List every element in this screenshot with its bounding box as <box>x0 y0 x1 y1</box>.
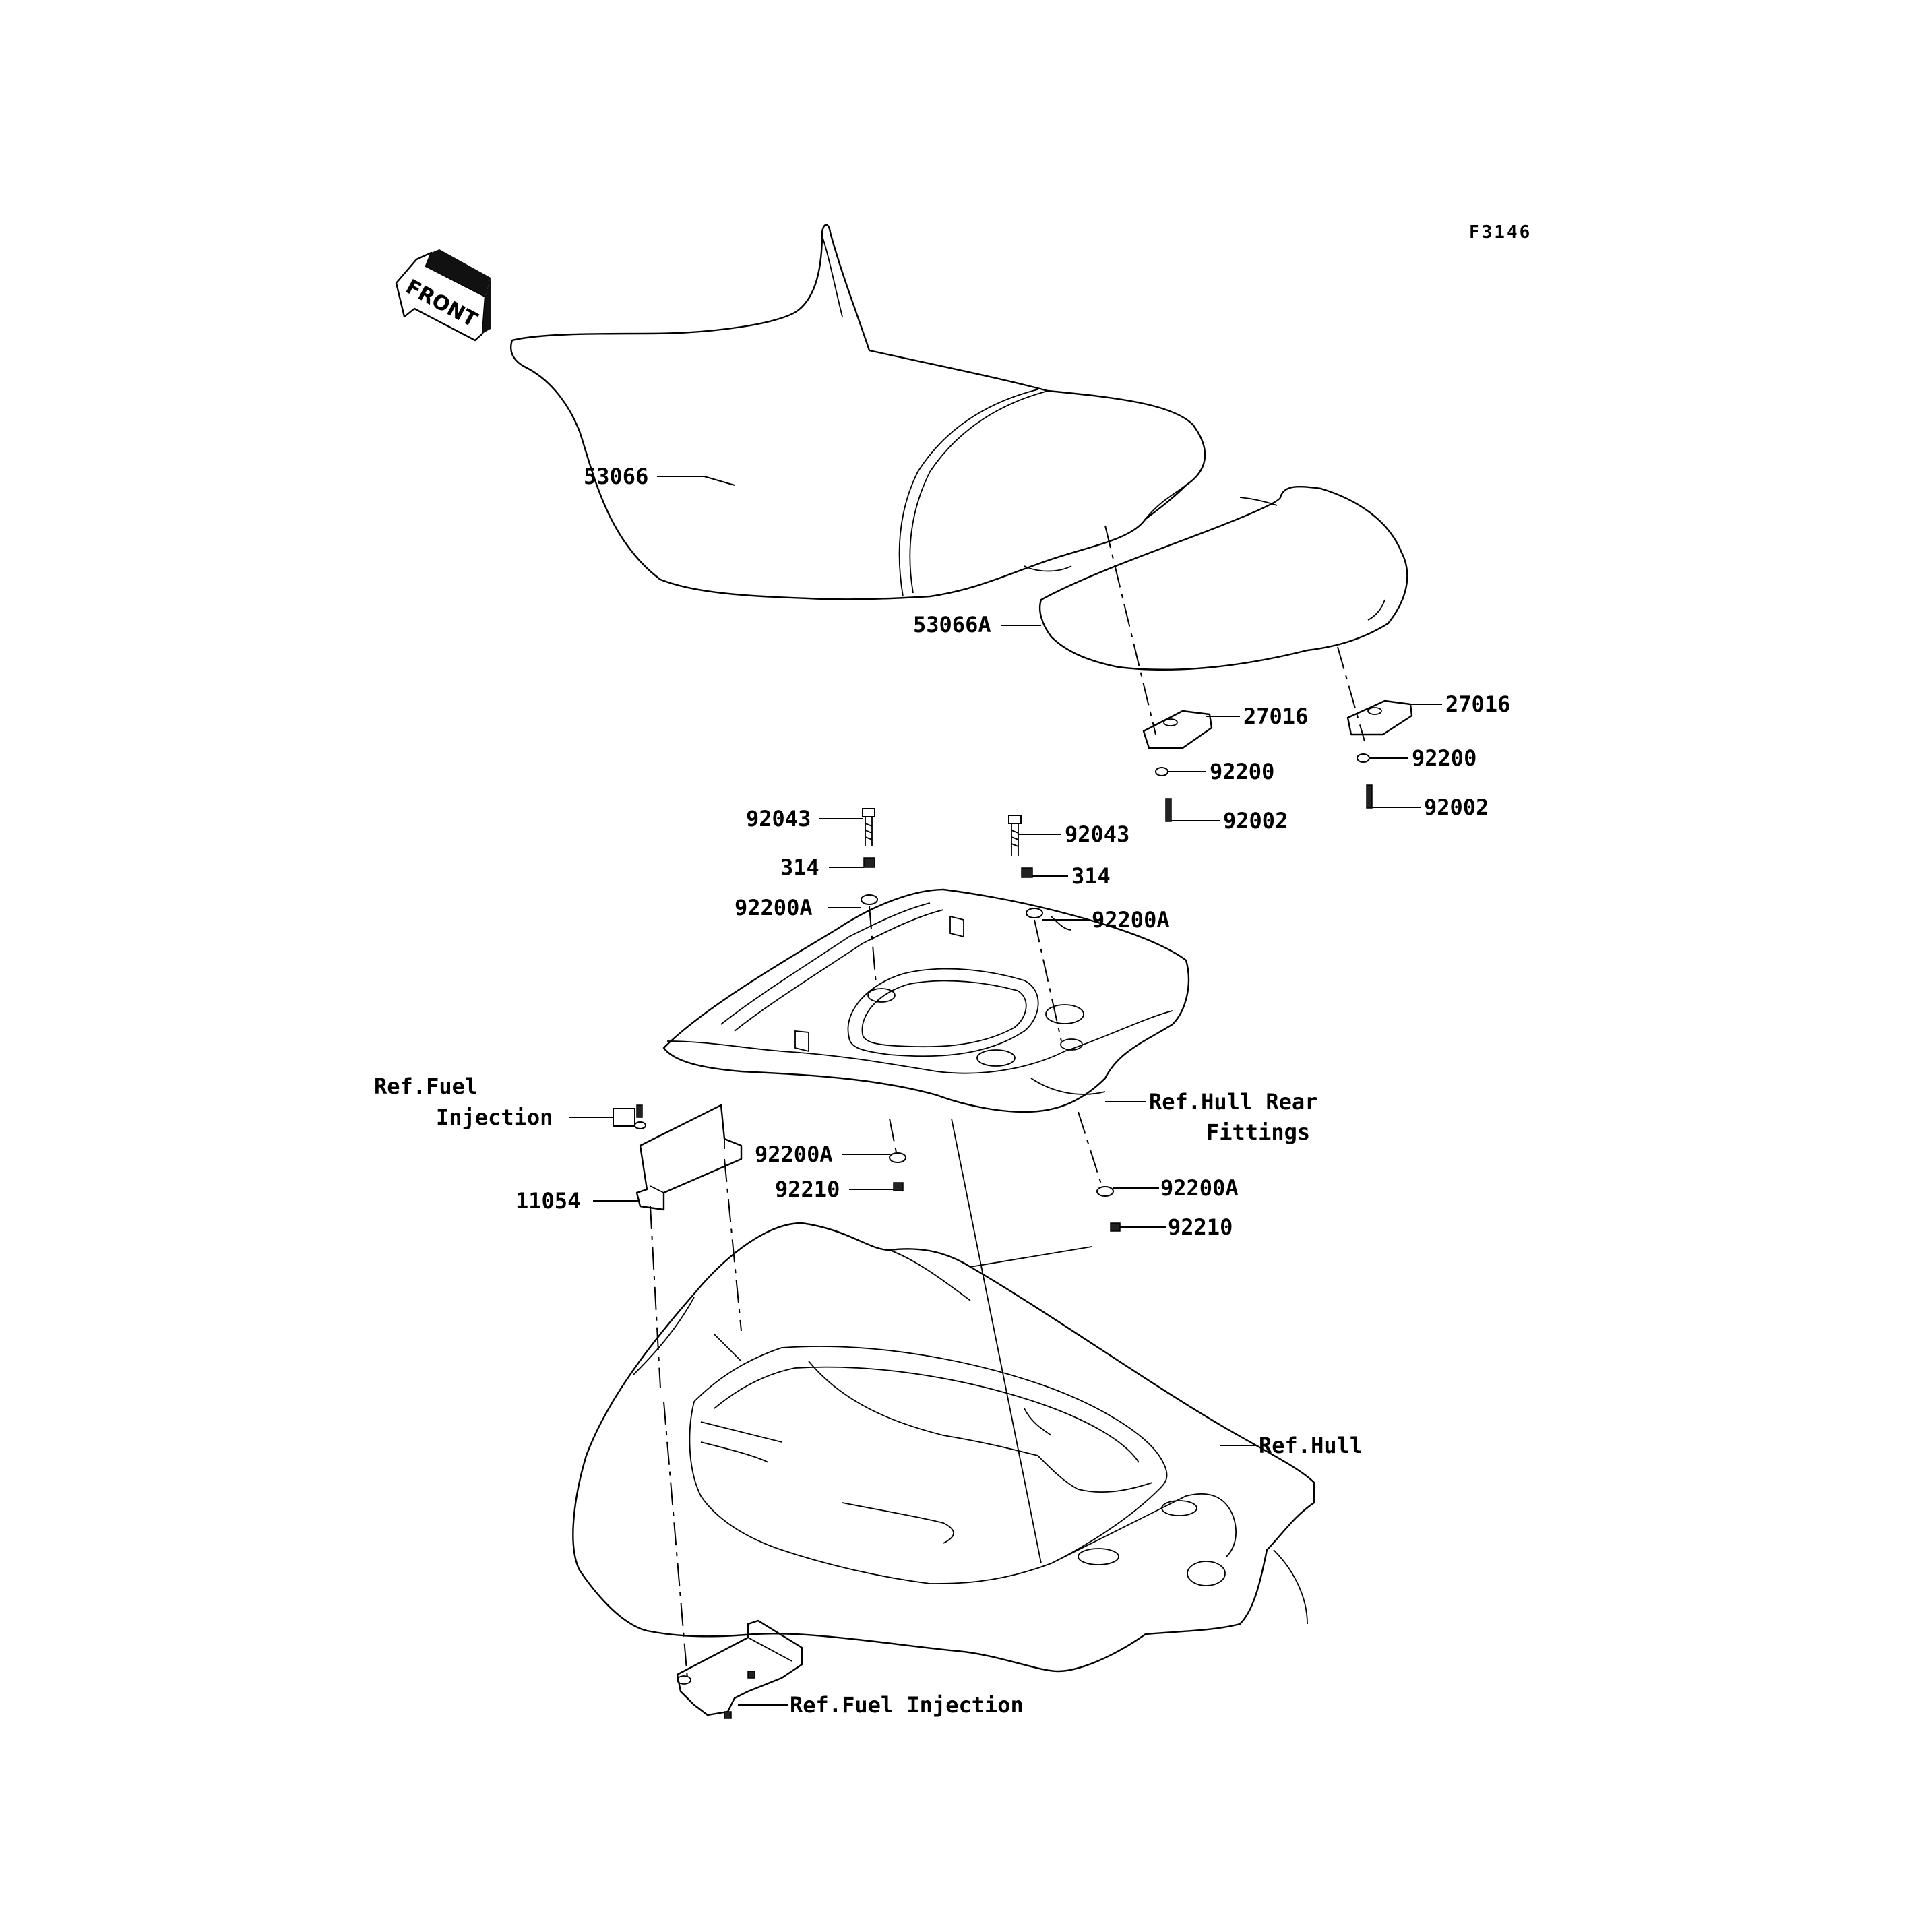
label-92043-left: 92043 <box>746 806 811 832</box>
bracket-11054 <box>635 1104 743 1211</box>
label-92002-right: 92002 <box>1424 794 1489 820</box>
washer-92200-right <box>1357 753 1370 763</box>
label-ref-fuel-injection-1: Ref.Fuel <box>374 1073 478 1099</box>
washer-92200a-lower-right <box>1096 1186 1114 1197</box>
fuel-injection-bolt <box>613 1104 646 1129</box>
label-53066a: 53066A <box>913 612 991 637</box>
label-92210-lower-right: 92210 <box>1168 1214 1233 1240</box>
centerline <box>889 1118 897 1153</box>
hull-rear-fitting <box>662 888 1190 1113</box>
nut-92210-lower-right <box>1110 1222 1121 1232</box>
centerline <box>1078 1111 1102 1187</box>
label-92200a-upper-left: 92200A <box>735 895 813 921</box>
centerline <box>869 906 877 985</box>
rear-seat <box>1038 485 1408 671</box>
centerline <box>650 1206 661 1389</box>
centerline <box>663 1401 688 1679</box>
bolt-92002-right <box>1366 784 1373 809</box>
label-ref-hull: Ref.Hull <box>1259 1433 1363 1458</box>
label-92210-lower-left: 92210 <box>775 1177 840 1202</box>
label-92002-left: 92002 <box>1223 808 1288 834</box>
label-314-left: 314 <box>780 854 819 880</box>
label-92200a-lower-left: 92200A <box>755 1142 833 1167</box>
label-ref-hull-rear-fittings-2: Fittings <box>1206 1119 1310 1145</box>
front-seat <box>510 224 1206 600</box>
centerline <box>1337 646 1365 742</box>
label-314-right: 314 <box>1071 863 1111 889</box>
nut-92210-lower-left <box>893 1182 904 1191</box>
front-arrow-icon: FRONT <box>395 249 491 342</box>
washer-92200a-upper-right <box>1026 908 1043 918</box>
bolt-92002-left <box>1165 798 1172 822</box>
label-27016-left: 27016 <box>1243 704 1308 729</box>
centerline <box>951 1118 1042 1564</box>
stud-92043-left <box>862 808 875 846</box>
label-ref-fuel-injection-lower: Ref.Fuel Injection <box>790 1692 1024 1718</box>
washer-92200a-lower-left <box>889 1152 906 1163</box>
centerline <box>1034 919 1062 1042</box>
label-92200-left: 92200 <box>1210 759 1274 784</box>
nut-314-left <box>863 857 875 868</box>
label-92043-right: 92043 <box>1065 821 1129 847</box>
label-53066: 53066 <box>584 464 648 489</box>
stud-92043-right <box>1008 815 1022 856</box>
washer-92200a-upper-left <box>861 894 878 905</box>
label-27016-right: 27016 <box>1445 691 1510 717</box>
label-11054: 11054 <box>516 1188 580 1214</box>
centerline <box>1104 525 1156 735</box>
label-ref-fuel-injection-2: Injection <box>436 1104 553 1130</box>
fuel-injection-bracket <box>676 1619 803 1719</box>
label-92200a-upper-right: 92200A <box>1092 907 1170 933</box>
centerline <box>724 1158 742 1332</box>
label-92200a-lower-right: 92200A <box>1160 1175 1239 1201</box>
label-92200-right: 92200 <box>1412 745 1476 771</box>
label-ref-hull-rear-fittings-1: Ref.Hull Rear <box>1149 1089 1317 1115</box>
diagram-code: F3146 <box>1469 222 1532 243</box>
seat-pad-left <box>1142 710 1213 749</box>
washer-92200-left <box>1155 767 1168 776</box>
nut-314-right <box>1021 867 1033 878</box>
hull <box>572 1222 1315 1673</box>
seat-pad-right <box>1346 699 1413 736</box>
